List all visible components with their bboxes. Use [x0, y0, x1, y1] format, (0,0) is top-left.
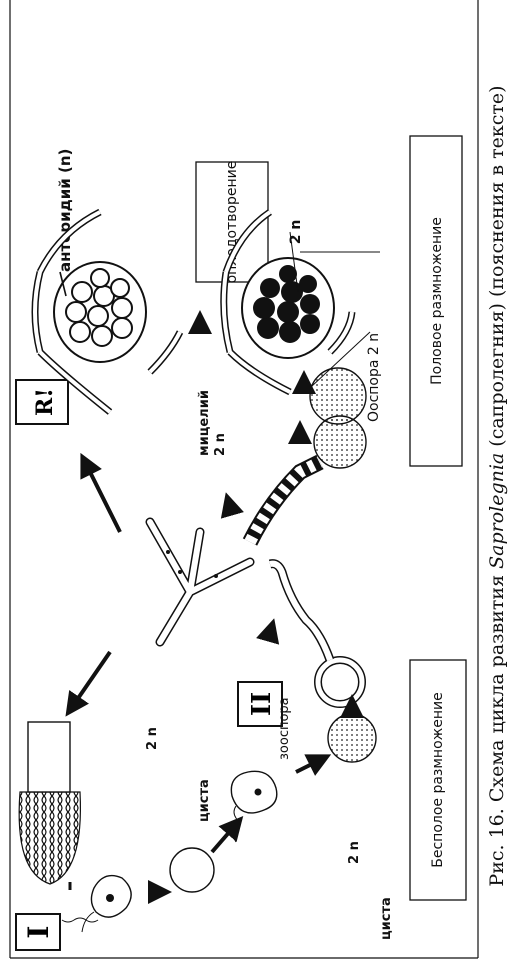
cyst-2 [327, 713, 377, 763]
oospore-label: Ооспора 2 n [366, 333, 382, 422]
sexual-reproduction-box: Половое размножение [409, 135, 463, 467]
oospore [309, 367, 367, 425]
oospore-germination [242, 415, 367, 546]
mycelium [145, 517, 255, 647]
cyst-label-1: циста [197, 779, 212, 822]
oospore-pointer [311, 331, 371, 387]
stage-I-box: I [15, 913, 61, 951]
germinating-hypha [268, 559, 366, 708]
zoospore-label: зооспора [277, 697, 292, 760]
caption-suffix: (сапролегния) (пояснения в тексте) [486, 85, 508, 453]
cyst-1 [169, 847, 215, 893]
asexual-reproduction-box: Бесполое размножение [409, 659, 467, 901]
caption-italic: Saprolegnia [486, 452, 508, 569]
stage-II-box: II [237, 681, 283, 727]
stage-R-box: R! [15, 379, 69, 425]
primary-zoospore [61, 874, 132, 933]
stage-R-label: R! [32, 388, 58, 416]
oogonium-lower [220, 209, 356, 396]
zoosporangium [18, 721, 82, 885]
stage-I-label: I [22, 925, 55, 938]
antheridium-label: антеридий (n) [56, 149, 74, 272]
secondary-zoospore [230, 770, 278, 843]
two-n-bottom-label: 2 n [347, 841, 362, 864]
two-n-top-label: 2 n [288, 220, 304, 245]
mycelium-label: мицелий [197, 390, 212, 456]
sexual-reproduction-label: Половое размножение [429, 217, 445, 385]
asexual-reproduction-label: Бесполое размножение [430, 692, 446, 868]
cycle-arrows [65, 310, 364, 904]
oogonium-upper [31, 208, 184, 415]
cyst-label-2: циста [379, 897, 394, 940]
stage-II-label: II [247, 692, 277, 716]
figure-caption: Рис. 16. Схема цикла развития Saprolegni… [486, 0, 508, 972]
two-n-left-label: 2 n [145, 727, 160, 750]
caption-prefix: Рис. 16. Схема цикла развития [486, 568, 508, 887]
mycelium-2n-label: 2 n [213, 433, 228, 456]
